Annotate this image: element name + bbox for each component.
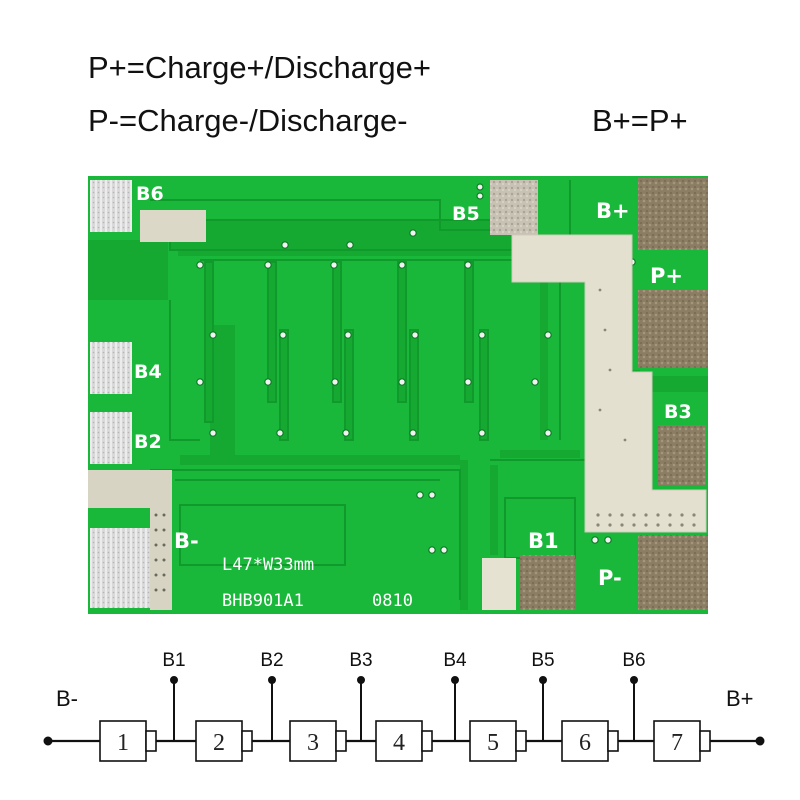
pad-p-plus <box>638 290 708 368</box>
tap-label-b3: B3 <box>349 650 372 671</box>
tap-lines <box>170 676 638 741</box>
tap-dot-b5 <box>539 676 547 684</box>
cell-7: 7 <box>653 720 711 762</box>
pad-b6 <box>90 180 132 232</box>
bus-bar <box>511 234 707 533</box>
silk-code: 0810 <box>372 591 413 611</box>
pcb-traces <box>88 220 708 610</box>
terminal-b-plus-label: B+ <box>726 686 754 711</box>
cell-5: 5 <box>469 720 527 762</box>
tap-label-b6: B6 <box>622 650 645 671</box>
label-b-plus: B+ <box>596 199 630 223</box>
pad-b3 <box>658 425 706 485</box>
label-b6: B6 <box>136 183 164 205</box>
cells: 1 2 3 4 5 6 7 <box>99 720 711 762</box>
pcb-vias <box>196 183 636 554</box>
label-b3: B3 <box>664 401 692 423</box>
pcb-trace-outlines <box>150 180 590 600</box>
tap-label-b1: B1 <box>162 650 185 671</box>
cell-4: 4 <box>375 720 433 762</box>
cell-number: 4 <box>393 730 405 756</box>
pad-b-minus-strip <box>150 505 172 610</box>
label-b4: B4 <box>134 361 162 383</box>
pad-b-minus <box>90 528 152 608</box>
label-b-minus: B- <box>174 529 199 553</box>
tap-label-b2: B2 <box>260 650 283 671</box>
cell-1: 1 <box>99 720 157 762</box>
cell-number: 6 <box>579 730 591 756</box>
label-b1: B1 <box>528 529 559 553</box>
cell-3: 3 <box>289 720 347 762</box>
cell-2: 2 <box>195 720 253 762</box>
pad-b5 <box>490 180 538 235</box>
pad-b-plus <box>638 178 708 250</box>
pad-b1 <box>520 555 575 610</box>
pad-b4 <box>90 342 132 394</box>
pad-b6-tab <box>140 210 206 242</box>
pad-p-minus <box>638 535 708 610</box>
tap-labels: B1 B2 B3 B4 B5 B6 <box>162 650 645 671</box>
terminal-b-plus-dot <box>755 736 765 746</box>
terminal-b-minus-dot <box>43 736 53 746</box>
legend-p-plus: P+=Charge+/Discharge+ <box>88 50 431 85</box>
silk-model: BHB901A1 <box>222 591 304 611</box>
label-b2: B2 <box>134 431 162 453</box>
label-p-minus: P- <box>598 566 622 590</box>
label-p-plus: P+ <box>650 264 683 288</box>
bus-bar-dots <box>596 288 696 527</box>
tap-dot-b6 <box>630 676 638 684</box>
pad-b2 <box>90 412 132 464</box>
pad-b1-white <box>482 558 516 610</box>
label-b5: B5 <box>452 203 480 225</box>
tap-dot-b2 <box>268 676 276 684</box>
schematic: 1 2 3 4 5 6 7 <box>43 676 765 762</box>
silk-size: L47*W33mm <box>222 555 314 575</box>
cell-number: 2 <box>213 730 225 756</box>
cell-number: 1 <box>117 730 129 756</box>
tap-dot-b4 <box>451 676 459 684</box>
tap-dot-b3 <box>357 676 365 684</box>
cell-number: 7 <box>671 730 683 756</box>
terminal-b-minus-label: B- <box>56 686 78 711</box>
cell-number: 3 <box>307 730 319 756</box>
pad-b-minus-dots <box>154 513 166 592</box>
cell-6: 6 <box>561 720 619 762</box>
pcb-board: B6 B5 B+ P+ B4 B3 B2 B- B1 P- L47*W33mm … <box>88 176 708 614</box>
cell-number: 5 <box>487 730 499 756</box>
legend-b-plus: B+=P+ <box>592 103 688 138</box>
legend-p-minus: P-=Charge-/Discharge- <box>88 103 408 138</box>
tap-dot-b1 <box>170 676 178 684</box>
tap-label-b4: B4 <box>443 650 467 671</box>
tap-label-b5: B5 <box>531 650 554 671</box>
pad-b-minus-bar <box>88 470 172 508</box>
